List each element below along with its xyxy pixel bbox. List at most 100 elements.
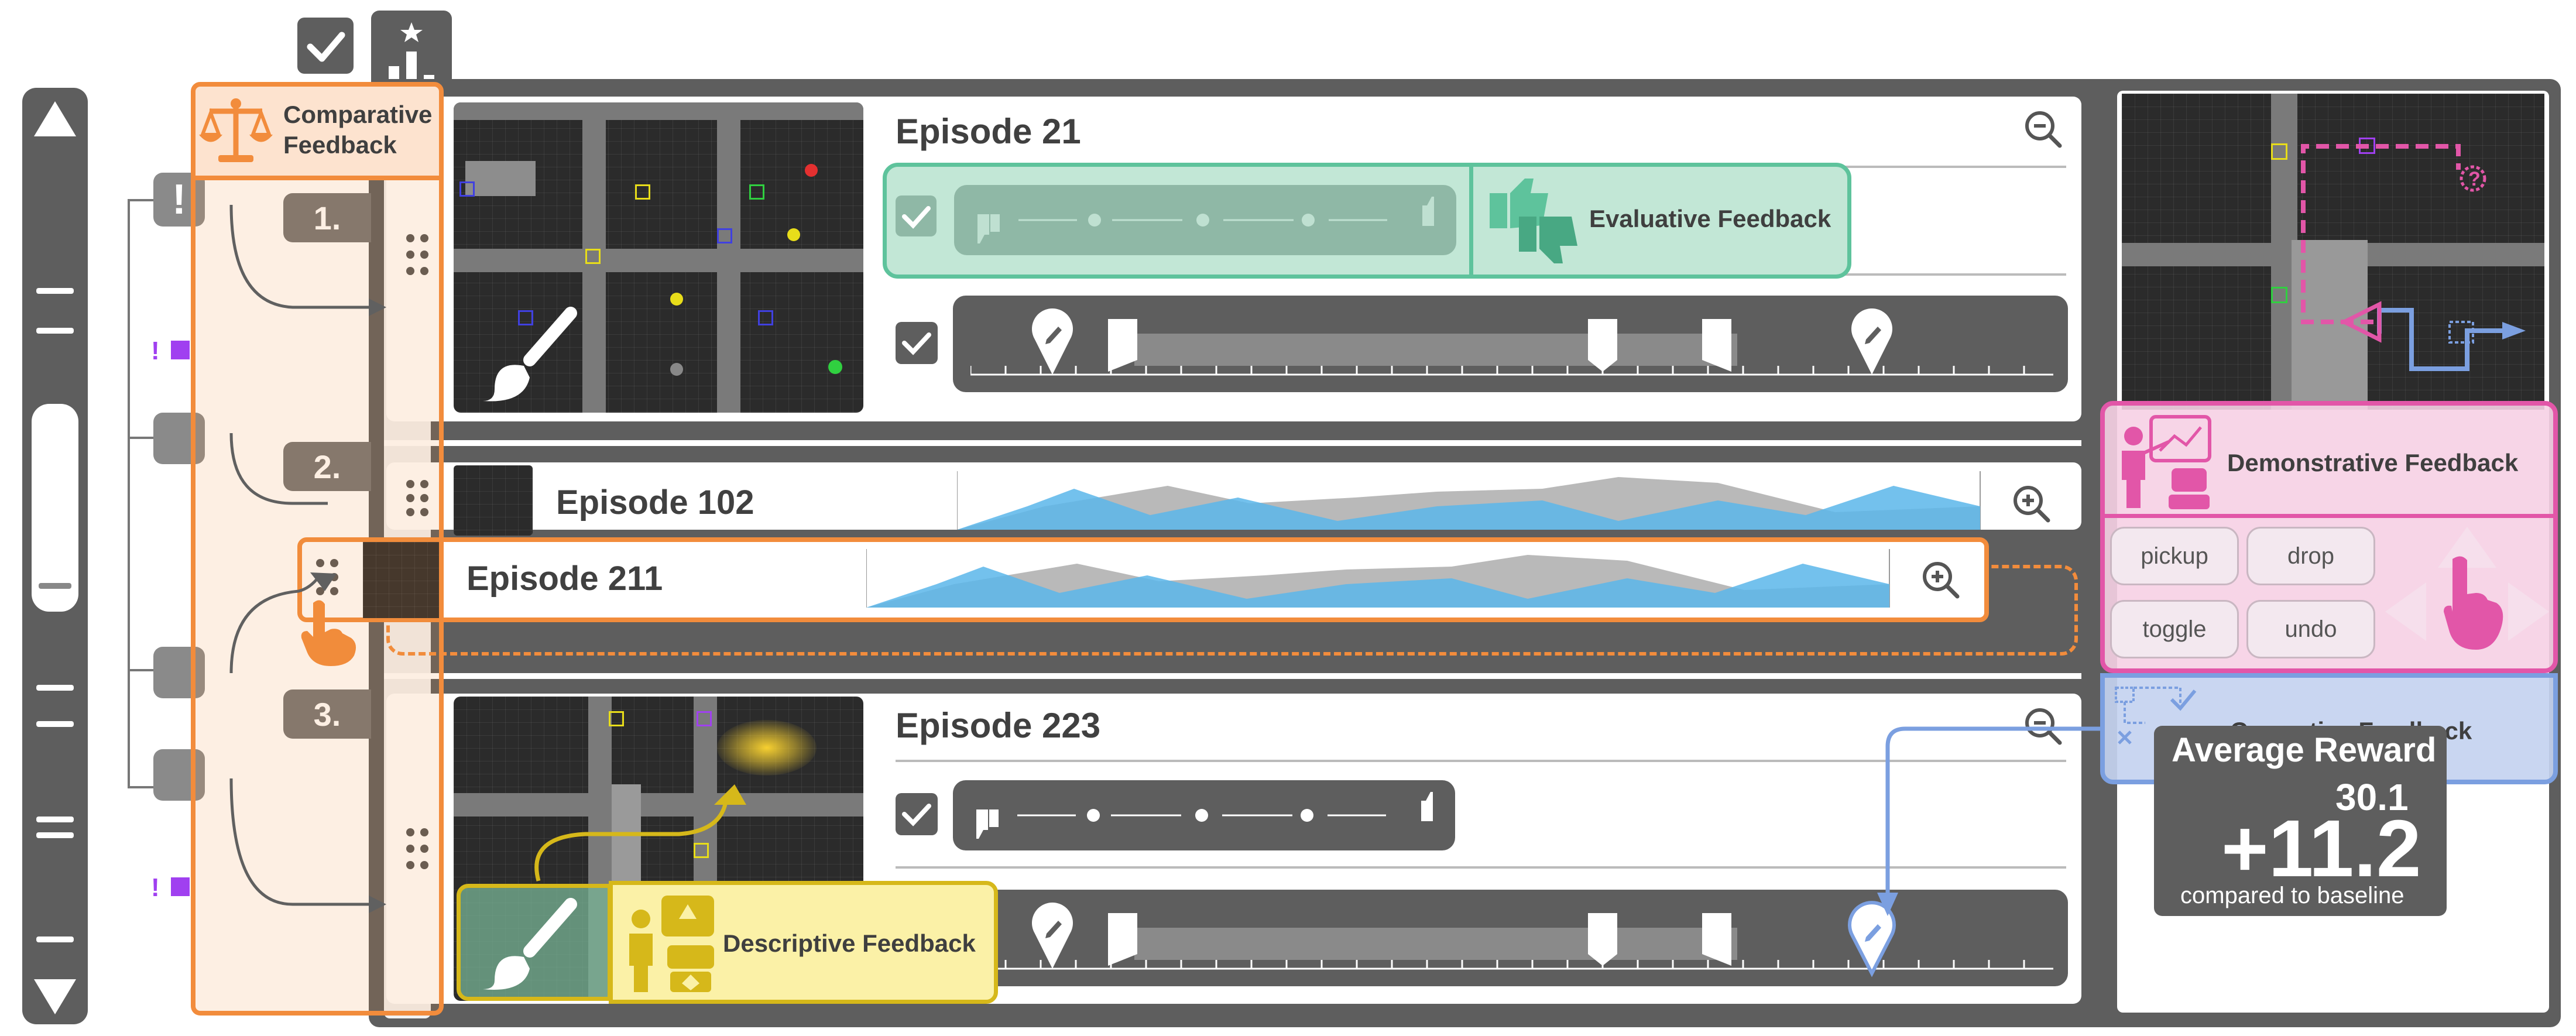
rank-divider bbox=[384, 673, 2081, 679]
rank-node[interactable] bbox=[153, 413, 205, 464]
episode-21-thumbnail[interactable] bbox=[454, 102, 863, 413]
evaluative-divider bbox=[1469, 164, 1473, 277]
teacher-robot-icon bbox=[2122, 415, 2211, 509]
thumbs-down-icon bbox=[977, 197, 1434, 243]
corrective-pin-icon[interactable] bbox=[1846, 898, 1898, 977]
segment-marker-icon[interactable] bbox=[1699, 319, 1734, 372]
drag-handle-icon[interactable] bbox=[406, 828, 428, 869]
alert-marker: ! bbox=[151, 873, 160, 902]
arrow-up-icon[interactable] bbox=[2438, 527, 2496, 568]
drop-button[interactable]: drop bbox=[2246, 527, 2375, 585]
demonstrative-feedback-label: Demonstrative Feedback bbox=[2227, 449, 2519, 476]
segment-marker-icon[interactable] bbox=[1585, 913, 1620, 966]
drag-handle-icon[interactable] bbox=[406, 234, 428, 275]
reward-title: Average Reward bbox=[2172, 731, 2437, 769]
zoom-in-icon[interactable] bbox=[1920, 559, 1961, 600]
demonstration-path: ? bbox=[2301, 144, 2526, 371]
scroll-thumb-marker bbox=[39, 583, 71, 589]
rank-divider bbox=[384, 440, 2081, 446]
check-icon bbox=[902, 332, 931, 355]
alert-marker bbox=[171, 341, 190, 359]
episode-21-title: Episode 21 bbox=[896, 112, 1081, 151]
episode-21-timeline[interactable] bbox=[953, 296, 2068, 392]
pointer-hand-icon bbox=[2444, 556, 2503, 650]
descriptive-feedback-label: Descriptive Feedback bbox=[723, 929, 976, 957]
undo-button[interactable]: undo bbox=[2246, 600, 2375, 658]
scroll-marker bbox=[36, 328, 74, 334]
grab-hand-icon bbox=[301, 600, 356, 666]
arrow-left-icon[interactable] bbox=[2385, 582, 2426, 641]
rating-checkbox[interactable] bbox=[896, 195, 937, 236]
check-icon bbox=[307, 32, 345, 62]
rank-tree-lines bbox=[128, 199, 176, 788]
rank-node-alert[interactable]: ! bbox=[153, 173, 205, 227]
scroll-thumb[interactable] bbox=[32, 404, 78, 612]
description-arrow bbox=[534, 784, 746, 881]
pickup-button[interactable]: pickup bbox=[2110, 527, 2239, 585]
comparative-feedback-label: Comparative Feedback bbox=[283, 101, 433, 159]
scroll-up-icon[interactable] bbox=[30, 97, 80, 140]
scale-icon bbox=[199, 98, 273, 162]
annotation-pin-icon[interactable] bbox=[1029, 304, 1076, 378]
thumbs-icons bbox=[976, 792, 1433, 839]
annotation-pin-icon[interactable] bbox=[1848, 304, 1895, 378]
episode-211-thumbnail[interactable] bbox=[363, 542, 442, 618]
check-icon bbox=[902, 206, 931, 229]
thumbs-up-down-icon bbox=[1490, 179, 1577, 263]
comparative-feedback-header bbox=[191, 82, 444, 180]
zoom-out-icon[interactable] bbox=[2022, 108, 2063, 149]
rating-slider[interactable] bbox=[953, 780, 1455, 850]
rating-slider[interactable] bbox=[954, 185, 1456, 255]
scroll-marker bbox=[36, 936, 74, 942]
episode-223-timeline[interactable] bbox=[953, 890, 2068, 986]
episode-223-title: Episode 223 bbox=[896, 706, 1101, 745]
reward-value-small: 30.1 bbox=[2335, 776, 2409, 818]
rank-node[interactable] bbox=[153, 647, 205, 698]
alert-marker: ! bbox=[151, 337, 160, 365]
title-underline bbox=[896, 760, 2066, 762]
svg-text:?: ? bbox=[2468, 168, 2481, 190]
rating-checkbox[interactable] bbox=[896, 793, 938, 835]
scroll-marker bbox=[36, 288, 74, 294]
rank-badge-1: 1. bbox=[283, 193, 371, 242]
episode-102-title: Episode 102 bbox=[556, 483, 754, 522]
segment-marker-icon[interactable] bbox=[1105, 913, 1140, 966]
ranking-arrows bbox=[229, 204, 386, 913]
rank-badge-3: 3. bbox=[283, 689, 371, 739]
episode-102-reward-graph[interactable] bbox=[957, 471, 1981, 530]
segment-marker-icon[interactable] bbox=[1105, 319, 1140, 372]
segment-marker-icon[interactable] bbox=[1699, 913, 1734, 966]
scroll-marker bbox=[36, 685, 74, 691]
scroll-marker bbox=[36, 817, 74, 822]
episode-211-title: Episode 211 bbox=[467, 560, 663, 598]
scroll-marker bbox=[36, 721, 74, 727]
timeline-checkbox[interactable] bbox=[896, 322, 938, 364]
correction-connector bbox=[1877, 726, 2101, 916]
evaluative-feedback-label: Evaluative Feedback bbox=[1589, 205, 1831, 232]
brush-icon[interactable] bbox=[471, 301, 588, 407]
annotation-pin-icon[interactable] bbox=[1029, 898, 1076, 972]
segment-marker-icon[interactable] bbox=[1585, 319, 1620, 372]
reward-value-big: +11.2 bbox=[2221, 804, 2421, 894]
alert-marker bbox=[171, 877, 190, 896]
select-all-checkbox[interactable] bbox=[297, 18, 354, 74]
rank-badge-2: 2. bbox=[283, 442, 371, 491]
rank-node[interactable] bbox=[153, 749, 205, 801]
check-icon bbox=[902, 804, 931, 826]
demonstrative-divider bbox=[2104, 514, 2554, 518]
zoom-in-icon[interactable] bbox=[2011, 483, 2052, 524]
direction-pad[interactable] bbox=[2382, 524, 2552, 670]
brush-icon[interactable] bbox=[474, 893, 585, 992]
title-underline bbox=[896, 866, 2066, 869]
toggle-button[interactable]: toggle bbox=[2110, 600, 2239, 658]
reward-panel bbox=[2154, 726, 2447, 916]
drag-handle-icon[interactable] bbox=[406, 480, 428, 516]
reward-caption: compared to baseline bbox=[2180, 883, 2405, 908]
describing-person-icon bbox=[629, 896, 714, 992]
scroll-down-icon[interactable] bbox=[30, 975, 80, 1018]
scroll-marker bbox=[36, 832, 74, 838]
episode-211-reward-graph[interactable] bbox=[866, 549, 1891, 608]
episode-102-thumbnail[interactable] bbox=[454, 465, 533, 536]
arrow-right-icon[interactable] bbox=[2508, 582, 2549, 641]
zoom-out-icon[interactable] bbox=[2022, 705, 2063, 746]
